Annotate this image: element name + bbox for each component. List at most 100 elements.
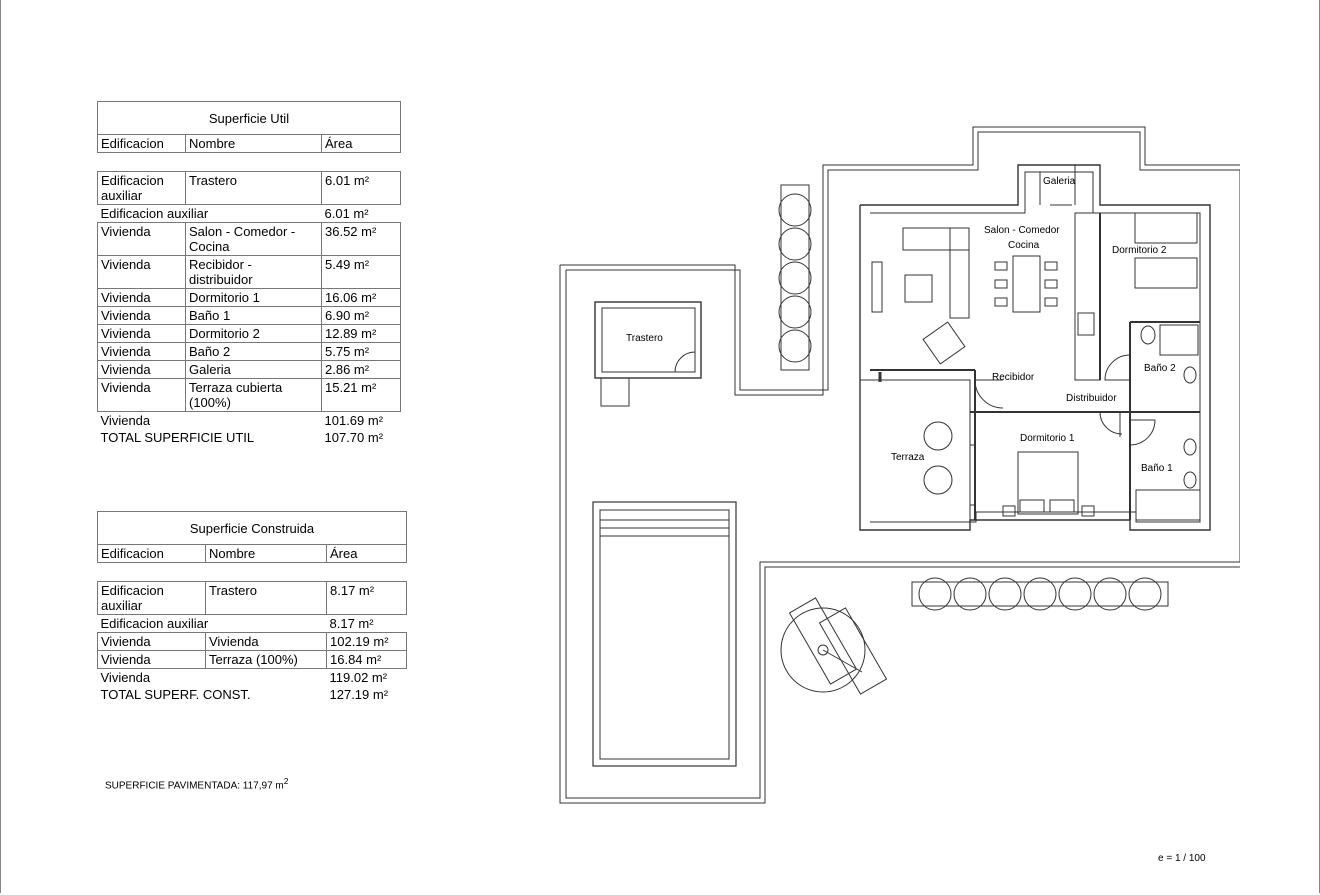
superficie-pavimentada-note: SUPERFICIE PAVIMENTADA: 117,97 m2	[105, 776, 288, 791]
door-bano2	[1104, 354, 1131, 381]
shower-bano2	[1159, 324, 1199, 356]
cell-area: 5.49 m²	[321, 255, 401, 289]
subtotal-label: Edificacion auxiliar	[100, 206, 209, 221]
pool-outer	[592, 501, 737, 767]
lounger-1	[788, 597, 858, 685]
room-label-dormitorio1: Dormitorio 1	[1020, 433, 1075, 444]
room-label-galeria: Galeria	[1043, 176, 1076, 187]
column-header: Área	[321, 134, 401, 153]
house-outer-wall	[859, 164, 1211, 531]
cell-edificacion: Edificacion auxiliar	[97, 581, 206, 615]
table-title: Superficie Util	[97, 101, 401, 135]
total-row: TOTAL SUPERF. CONST. 127.19 m²	[98, 686, 407, 703]
plot-boundary	[559, 126, 1240, 804]
table-row: Edificacion auxiliar Trastero 8.17 m²	[97, 581, 407, 615]
total-area: 107.70 m²	[324, 430, 384, 445]
superficie-util-table: Superficie Util Edificacion Nombre Área …	[97, 101, 401, 446]
room-label-terraza: Terraza	[891, 452, 925, 463]
cell-nombre: Dormitorio 1	[185, 288, 322, 307]
table-row: Vivienda Galeria 2.86 m²	[97, 360, 401, 379]
table-row: Vivienda Vivienda 102.19 m²	[97, 632, 407, 651]
subtotal-row: Vivienda 119.02 m²	[98, 669, 407, 687]
subtotal-row: Edificacion auxiliar 8.17 m²	[98, 615, 407, 633]
cell-edificacion: Vivienda	[97, 378, 186, 412]
shower-bano1	[1135, 489, 1201, 521]
column-header: Nombre	[185, 134, 322, 153]
cell-nombre: Trastero	[205, 581, 327, 615]
cell-nombre: Terraza (100%)	[205, 650, 327, 669]
scale-note: e = 1 / 100	[1158, 853, 1206, 864]
lounger-2	[818, 607, 888, 695]
door-galeria	[1050, 165, 1076, 206]
cell-edificacion: Vivienda	[97, 288, 186, 307]
superficie-construida-table: Superficie Construida Edificacion Nombre…	[97, 511, 407, 703]
subtotal-label: Edificacion auxiliar	[100, 616, 209, 631]
room-label-recibidor: Recibidor	[992, 372, 1035, 383]
subtotal-row: Edificacion auxiliar 6.01 m²	[98, 205, 401, 223]
floor-plan: Trastero Galeria Salon - Comedor Cocina …	[559, 126, 1240, 804]
sofa-side	[949, 227, 970, 319]
wc-bano1	[1183, 471, 1197, 489]
table-header-row: Edificacion Nombre Área	[97, 134, 401, 153]
table-title: Superficie Construida	[97, 511, 407, 545]
cell-nombre: Recibidor - distribuidor	[185, 255, 322, 289]
column-header: Edificacion	[97, 134, 186, 153]
sink	[1077, 312, 1095, 336]
cell-edificacion: Vivienda	[97, 360, 186, 379]
cell-area: 6.01 m²	[321, 171, 401, 205]
terrace-chair-1	[923, 421, 953, 451]
pavimentada-unit-sup: 2	[283, 776, 289, 786]
subtotal-label: Vivienda	[100, 413, 151, 428]
table-row: Vivienda Baño 2 5.75 m²	[97, 342, 401, 361]
cell-edificacion: Vivienda	[97, 650, 206, 669]
subtotal-area: 119.02 m²	[329, 670, 388, 685]
table-row: Vivienda Salon - Comedor - Cocina 36.52 …	[97, 222, 401, 256]
dining-table	[1012, 255, 1041, 313]
pavimentada-label: SUPERFICIE PAVIMENTADA: 117,97 m	[105, 780, 284, 792]
pool-inner	[599, 509, 730, 760]
terrace-glazing	[969, 444, 976, 506]
cell-area: 5.75 m²	[321, 342, 401, 361]
room-label-trastero: Trastero	[626, 333, 663, 344]
hedge-vertical	[780, 184, 810, 371]
cell-nombre: Trastero	[185, 171, 322, 205]
door-dorm1	[1099, 411, 1123, 437]
cell-area: 8.17 m²	[326, 581, 407, 615]
cell-area: 36.52 m²	[321, 222, 401, 256]
table-header-row: Edificacion Nombre Área	[97, 544, 407, 563]
column-header: Nombre	[205, 544, 327, 563]
bed-dorm1	[1017, 451, 1079, 515]
column-header: Área	[326, 544, 407, 563]
sofa	[902, 227, 970, 251]
subtotal-area: 8.17 m²	[329, 616, 374, 631]
cell-nombre: Salon - Comedor - Cocina	[185, 222, 322, 256]
cell-area: 12.89 m²	[321, 324, 401, 343]
room-label-dormitorio2: Dormitorio 2	[1112, 245, 1167, 256]
subtotal-area: 6.01 m²	[324, 206, 369, 221]
cell-area: 6.90 m²	[321, 306, 401, 325]
umbrella	[780, 607, 866, 693]
table-row: Vivienda Recibidor - distribuidor 5.49 m…	[97, 255, 401, 289]
total-label: TOTAL SUPERFICIE UTIL	[100, 430, 255, 445]
door-recibidor	[974, 379, 1004, 409]
cell-edificacion: Vivienda	[97, 306, 186, 325]
cell-nombre: Vivienda	[205, 632, 327, 651]
wardrobe	[871, 261, 883, 313]
cell-edificacion: Vivienda	[97, 632, 206, 651]
cell-edificacion: Vivienda	[97, 255, 186, 289]
cell-area: 15.21 m²	[321, 378, 401, 412]
armchair	[922, 321, 966, 365]
plot-boundary-inner	[565, 131, 1240, 799]
bed-dorm2-b	[1134, 257, 1198, 289]
door-bano1	[1129, 419, 1156, 446]
table-row: Edificacion auxiliar Trastero 6.01 m²	[97, 171, 401, 205]
cell-edificacion: Edificacion auxiliar	[97, 171, 186, 205]
table-row: Vivienda Dormitorio 1 16.06 m²	[97, 288, 401, 307]
table-row: Vivienda Terraza cubierta (100%) 15.21 m…	[97, 378, 401, 412]
cell-nombre: Galeria	[185, 360, 322, 379]
total-label: TOTAL SUPERF. CONST.	[100, 687, 251, 702]
coffee-table	[904, 274, 933, 303]
nightstand-2	[1081, 505, 1095, 517]
cell-area: 16.06 m²	[321, 288, 401, 307]
room-label-cocina: Cocina	[1008, 240, 1040, 251]
